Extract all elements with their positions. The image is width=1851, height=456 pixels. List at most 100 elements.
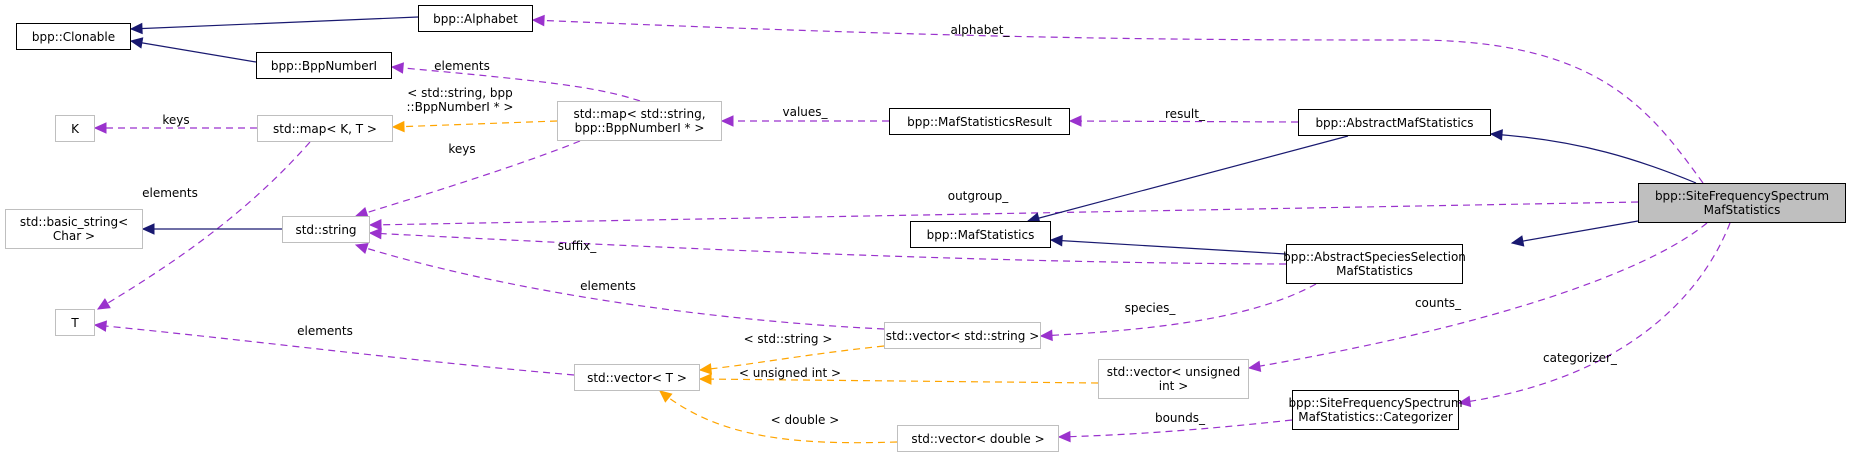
node-label-line: bpp::SiteFrequencySpectrum <box>1288 396 1463 410</box>
edge-label: result_ <box>1165 107 1206 121</box>
node-label-line: std::vector< T > <box>587 370 687 385</box>
edge-label: values_ <box>782 105 828 119</box>
arrowhead-icon <box>129 37 144 49</box>
edge-abstract_maf-to-result: result_ <box>1068 107 1299 127</box>
node-k[interactable]: K <box>55 115 95 142</box>
edge-label: < std::string, bpp <box>407 86 512 100</box>
edge-map_kt-to-k: keys <box>93 113 257 134</box>
edge-label: bounds_ <box>1155 411 1206 425</box>
arrowhead-icon <box>1510 235 1525 247</box>
edge-label: elements <box>297 324 353 338</box>
node-bppnumberi[interactable]: bpp::BppNumberI <box>256 52 392 79</box>
edge-map_string_bpp-to-string: keys <box>354 140 581 219</box>
node-map-string-bpp[interactable]: std::map< std::string,bpp::BppNumberI * … <box>557 101 722 141</box>
edge-line <box>1248 222 1708 369</box>
edge-line <box>1069 120 1299 123</box>
edge-label: keys <box>448 142 475 156</box>
edge-line <box>355 244 885 330</box>
edge-label: < std::string > <box>744 332 833 346</box>
node-maf-statistics[interactable]: bpp::MafStatistics <box>910 221 1051 248</box>
edge-result-to-map_string_bpp: values_ <box>720 105 889 127</box>
edge-categorizer-to-vector_double: bounds_ <box>1057 411 1293 443</box>
node-label-line: Char > <box>52 229 96 243</box>
arrowhead-icon <box>1068 115 1082 127</box>
edge-label: keys <box>162 113 189 127</box>
node-label-line: int > <box>1158 379 1189 393</box>
arrowhead-icon <box>141 223 155 235</box>
node-t[interactable]: T <box>55 309 95 336</box>
edge-line <box>699 345 885 371</box>
edge-label: species_ <box>1125 301 1177 315</box>
edge-map_string_bpp-to-map_kt: < std::string, bpp::BppNumberI * > <box>391 86 558 133</box>
edge-alphabet-to-clonable <box>129 16 419 35</box>
node-basic-string[interactable]: std::basic_string<Char > <box>5 209 143 249</box>
node-label-line: bpp::SiteFrequencySpectrum <box>1654 189 1830 203</box>
edge-label: categorizer_ <box>1543 351 1618 365</box>
arrowhead-icon <box>659 390 673 403</box>
edge-vector_string-to-vector_t: < std::string > <box>698 332 885 375</box>
node-map-kt[interactable]: std::map< K, T > <box>257 115 393 142</box>
edge-line <box>532 19 1704 184</box>
node-label-line: std::basic_string< <box>19 215 129 229</box>
node-label-line: MafStatistics <box>1703 203 1781 217</box>
arrowhead-icon <box>1489 129 1503 141</box>
edge-bppnumberi-to-clonable <box>129 37 257 63</box>
edge-abstract_species-to-maf_stats <box>1049 234 1287 255</box>
node-maf-statistics-result[interactable]: bpp::MafStatisticsResult <box>889 108 1070 135</box>
edge-string-to-basic_string <box>141 223 282 235</box>
node-alphabet[interactable]: bpp::Alphabet <box>418 5 533 32</box>
edge-label: suffix_ <box>558 239 598 253</box>
arrowhead-icon <box>698 363 713 375</box>
edge-sfs-to-abstract_species <box>1510 220 1639 247</box>
edge-sfs-to-alphabet: alphabet_ <box>531 14 1704 184</box>
node-vector-double[interactable]: std::vector< double > <box>897 425 1059 452</box>
node-vector-string[interactable]: std::vector< std::string > <box>884 322 1041 349</box>
edge-line <box>130 40 257 63</box>
edge-label: < double > <box>771 413 840 427</box>
edge-label: outgroup_ <box>948 189 1010 203</box>
edge-label: alphabet_ <box>951 23 1011 37</box>
edge-label: elements <box>142 186 198 200</box>
node-label-line: bpp::MafStatisticsResult <box>907 114 1052 129</box>
node-label-line: K <box>71 121 79 136</box>
node-label-line: std::map< std::string, <box>573 107 706 121</box>
node-vector-t[interactable]: std::vector< T > <box>574 364 700 391</box>
node-label-line: std::vector< double > <box>911 431 1045 446</box>
arrowhead-icon <box>531 14 545 27</box>
node-label-line: T <box>71 315 79 330</box>
node-abstract-maf-statistics[interactable]: bpp::AbstractMafStatistics <box>1298 109 1491 136</box>
node-label-line: std::vector< unsigned <box>1106 365 1241 379</box>
edge-sfs-to-string: outgroup_ <box>368 189 1639 231</box>
node-label-line: std::vector< std::string > <box>885 328 1040 343</box>
edge-line <box>130 16 419 30</box>
arrowhead-icon <box>93 320 108 332</box>
edge-line <box>659 390 898 444</box>
edge-line <box>369 232 1287 265</box>
arrowhead-icon <box>1049 234 1063 247</box>
edge-line <box>1040 283 1317 337</box>
edge-map_string_bpp-to-bppnumberi: elements <box>390 59 641 102</box>
edge-sfs-to-categorizer: categorizer_ <box>1457 222 1731 408</box>
node-clonable[interactable]: bpp::Clonable <box>16 23 131 50</box>
node-label-line: bpp::Clonable <box>31 29 116 44</box>
arrowhead-icon <box>390 62 404 74</box>
edge-abstract_species-to-vector_string: species_ <box>1039 283 1317 342</box>
arrowhead-icon <box>354 242 369 254</box>
arrowhead-icon <box>129 22 143 35</box>
edge-line <box>392 120 558 128</box>
edge-sfs-to-abstract_maf <box>1489 129 1697 184</box>
node-label-line: bpp::AbstractSpeciesSelection <box>1283 250 1466 264</box>
arrowhead-icon <box>96 298 111 310</box>
node-std-string[interactable]: std::string <box>282 216 370 243</box>
node-label-line: bpp::AbstractMafStatistics <box>1315 115 1474 130</box>
edge-line <box>699 378 1099 384</box>
arrowhead-icon <box>368 218 382 231</box>
node-label-line: std::string <box>295 222 357 237</box>
edge-vector_string-to-string: elements <box>354 242 885 330</box>
